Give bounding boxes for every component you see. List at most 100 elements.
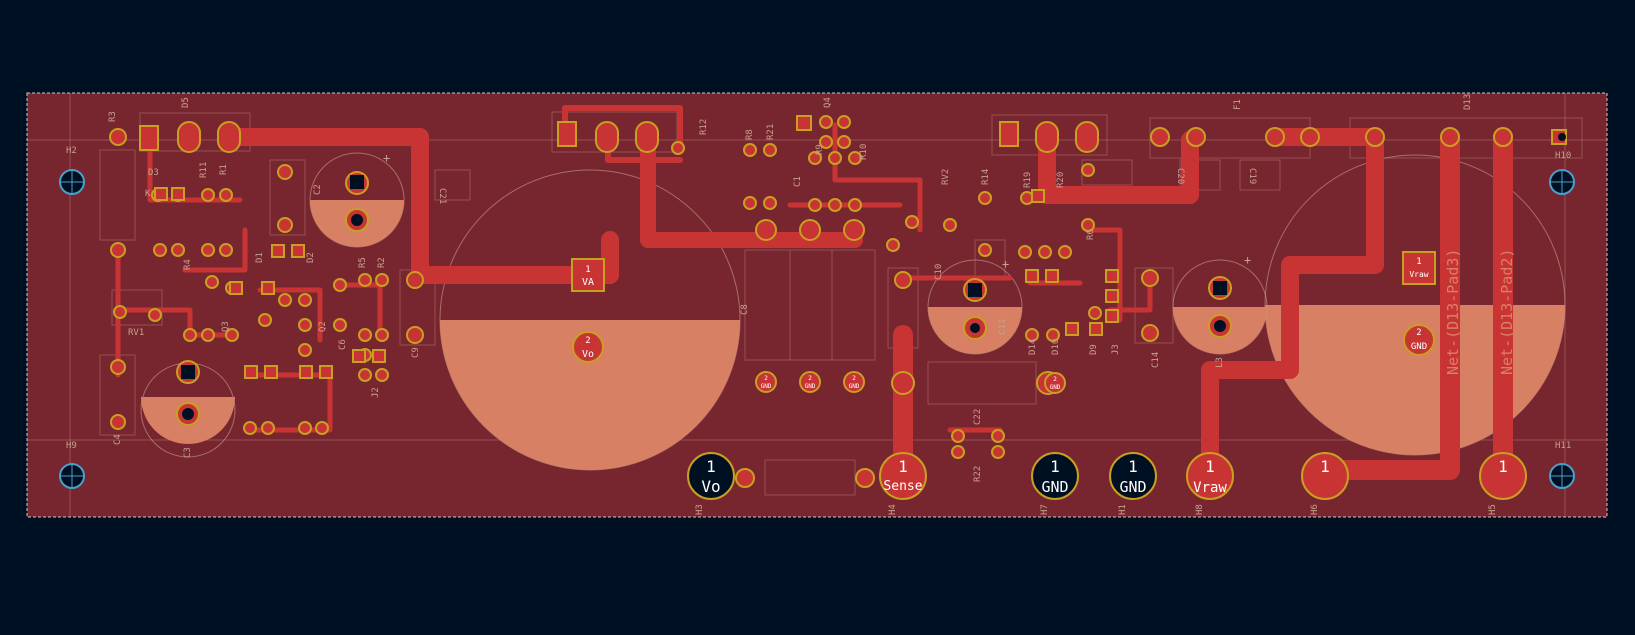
ref-terminal-h6: H6	[1310, 504, 1320, 515]
ref-terminal-h4: H4	[888, 504, 898, 515]
ref-q2: Q2	[318, 321, 328, 332]
ref-c20: C20	[1175, 168, 1185, 184]
capacitor-footprints	[140, 152, 1566, 471]
ref-k: K	[145, 189, 151, 199]
ref-rv2: RV2	[941, 169, 951, 185]
pad-va: 1 VA	[571, 258, 605, 292]
ref-r21: R21	[766, 124, 776, 140]
small-gnd-pad: 2 GND	[843, 371, 865, 393]
ref-r10: R10	[859, 144, 869, 160]
ref-q3: Q3	[221, 321, 231, 332]
ref-c22: C22	[973, 409, 983, 425]
ref-d5: D5	[181, 97, 191, 108]
svg-text:2: 2	[852, 375, 856, 382]
polarity-mark: +	[1002, 257, 1009, 271]
ref-d1: D1	[255, 252, 265, 263]
svg-text:1: 1	[706, 457, 716, 476]
square-pads	[139, 115, 1567, 379]
ref-r1: R1	[219, 164, 229, 175]
ref-rv1: RV1	[128, 328, 144, 338]
terminal-h3: 1 Vo	[687, 452, 735, 500]
ref-d9: D9	[1089, 344, 1099, 355]
terminal-h8: 1 Vraw	[1186, 452, 1234, 500]
ref-q4: Q4	[823, 97, 833, 108]
ref-terminal-h8: H8	[1195, 504, 1205, 515]
terminal-h1: 1 GND	[1109, 452, 1157, 500]
pad-gnd: 2 GND	[1403, 324, 1435, 356]
ref-c10: C10	[934, 264, 944, 280]
svg-text:1: 1	[1320, 457, 1330, 476]
ref-j3: J3	[1111, 344, 1121, 355]
ref-d13: D13	[1463, 94, 1473, 110]
ref-h10: H10	[1555, 151, 1571, 161]
ref-c11: C11	[998, 319, 1008, 335]
ref-c6: C6	[338, 339, 348, 350]
ref-c21: C21	[437, 188, 447, 204]
copper-traces	[115, 105, 1513, 485]
ref-r14: R14	[981, 169, 991, 185]
ref-c19: C19	[1247, 168, 1257, 184]
svg-text:1: 1	[1128, 457, 1138, 476]
ref-terminal-h7: H7	[1040, 504, 1050, 515]
svg-text:GND: GND	[761, 383, 772, 390]
ref-terminal-h1: H1	[1118, 504, 1128, 515]
svg-text:1: 1	[1050, 457, 1060, 476]
ref-c4: C4	[113, 434, 123, 445]
ref-r2: R2	[377, 257, 387, 268]
ref-f1: F1	[1233, 99, 1243, 110]
ref-d3: D3	[148, 168, 159, 178]
ref-h11: H11	[1555, 441, 1571, 451]
ref-l3: L3	[1215, 357, 1225, 368]
small-gnd-pad: 2 GND	[799, 371, 821, 393]
svg-text:2: 2	[808, 375, 812, 382]
svg-text:VA: VA	[582, 277, 594, 288]
svg-text:1: 1	[585, 265, 590, 275]
svg-text:2: 2	[1053, 376, 1057, 383]
svg-text:Vo: Vo	[701, 477, 720, 496]
svg-text:GND: GND	[1041, 478, 1068, 496]
ref-r4: R4	[183, 259, 193, 270]
ref-r19: R19	[1023, 172, 1033, 188]
ref-d2: D2	[306, 252, 316, 263]
svg-text:2: 2	[764, 375, 768, 382]
small-gnd-pad: 2 GND	[755, 371, 777, 393]
svg-text:1: 1	[898, 457, 908, 476]
polarity-mark: +	[1244, 253, 1251, 267]
ref-terminal-h3: H3	[695, 504, 705, 515]
svg-text:1: 1	[1416, 257, 1421, 267]
drill-holes	[181, 133, 1566, 420]
terminal-h4: 1 Sense	[879, 452, 927, 500]
svg-text:Vo: Vo	[582, 349, 594, 360]
ref-c9: C9	[411, 347, 421, 358]
ref-h2: H2	[66, 146, 77, 156]
ref-r20: R20	[1056, 172, 1066, 188]
terminal-h6: 1	[1301, 452, 1349, 500]
ref-c8: C8	[740, 304, 750, 315]
ref-c14: C14	[1151, 352, 1161, 368]
net-label-d13-pad2: Net-(D13-Pad2)	[1498, 249, 1516, 375]
pad-vraw: 1 Vraw	[1402, 251, 1436, 285]
small-gnd-pad: 2 GND	[1044, 372, 1066, 394]
ref-r11: R11	[199, 162, 209, 178]
svg-text:1: 1	[1498, 457, 1508, 476]
svg-text:GND: GND	[1119, 478, 1146, 496]
ref-d10: D10	[1051, 339, 1061, 355]
svg-text:GND: GND	[1411, 342, 1427, 352]
svg-text:Vraw: Vraw	[1193, 480, 1227, 496]
ref-r22: R22	[973, 466, 983, 482]
ref-r8: R8	[745, 129, 755, 140]
ref-r6: R6	[1086, 229, 1096, 240]
ref-c1: C1	[793, 176, 803, 187]
svg-text:GND: GND	[849, 383, 860, 390]
ref-terminal-h5: H5	[1488, 504, 1498, 515]
ref-r9: R9	[815, 144, 825, 155]
svg-text:Vraw: Vraw	[1409, 270, 1428, 279]
svg-text:Sense: Sense	[883, 479, 922, 494]
ref-d14: D14	[1028, 339, 1038, 355]
svg-text:1: 1	[1205, 457, 1215, 476]
svg-text:2: 2	[1416, 328, 1421, 338]
ref-c3: C3	[183, 447, 193, 458]
svg-text:2: 2	[585, 336, 590, 346]
ref-c2: C2	[313, 184, 323, 195]
